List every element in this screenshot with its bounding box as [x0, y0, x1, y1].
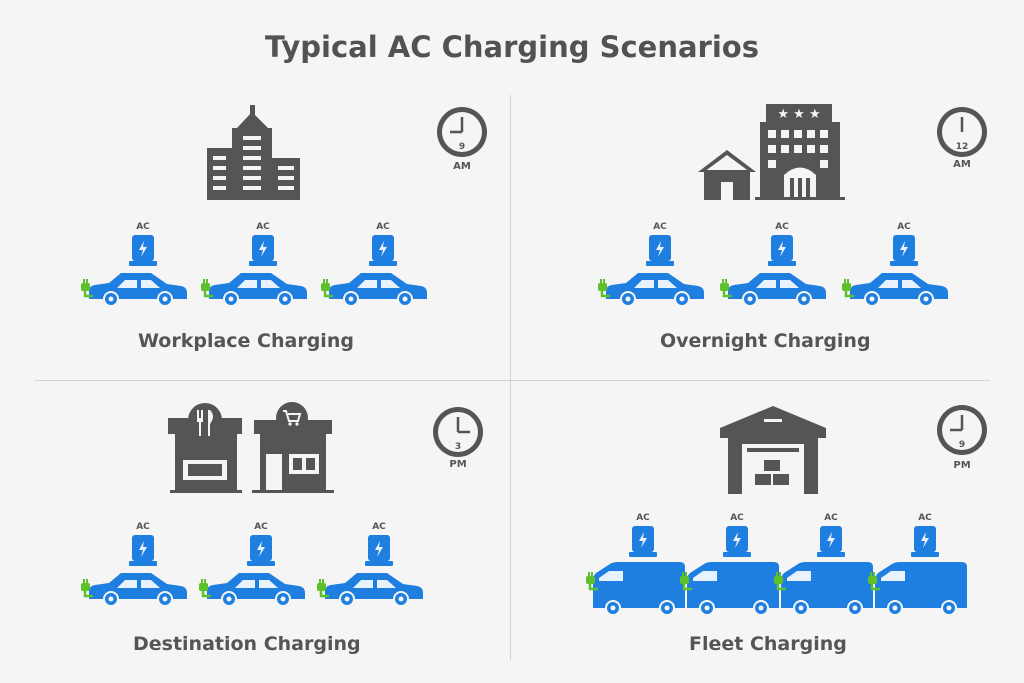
charger-ac-label: AC	[372, 522, 386, 532]
charger-icon	[768, 235, 796, 266]
scenario-label-overnight: Overnight Charging	[660, 330, 871, 352]
car-icon	[89, 273, 187, 307]
plug-icon	[842, 279, 854, 298]
car-icon	[728, 273, 826, 307]
charger-icon	[249, 235, 277, 266]
charger-icon	[890, 235, 918, 266]
charger-icon	[129, 235, 157, 266]
restaurant-icon	[168, 403, 242, 493]
clock-icon-workplace: 9	[437, 107, 487, 157]
svg-text:★ ★ ★: ★ ★ ★	[777, 107, 820, 122]
plug-icon	[81, 579, 93, 598]
clock-period: AM	[453, 161, 471, 172]
van-icon	[593, 562, 685, 616]
scenario-label-destination: Destination Charging	[133, 633, 361, 655]
charger-icon	[129, 535, 157, 566]
hotel-icon: ★ ★ ★	[755, 104, 845, 200]
warehouse-icon	[720, 406, 826, 494]
car-icon	[207, 573, 305, 607]
scenario-label-workplace: Workplace Charging	[138, 330, 354, 352]
charger-icon	[911, 526, 939, 557]
charger-icon	[646, 235, 674, 266]
charger-ac-label: AC	[653, 222, 667, 232]
plug-icon	[720, 279, 732, 298]
plug-icon	[81, 279, 93, 298]
charger-icon	[369, 235, 397, 266]
clock-number: 9	[959, 440, 965, 450]
vertical-divider	[510, 95, 511, 660]
plug-icon	[321, 279, 333, 298]
car-icon	[329, 273, 427, 307]
clock-icon-fleet: 9	[937, 405, 987, 455]
plug-icon	[598, 279, 610, 298]
plug-icon	[586, 572, 598, 591]
car-icon	[325, 573, 423, 607]
clock-period: PM	[449, 459, 467, 470]
scenario-label-fleet: Fleet Charging	[689, 633, 847, 655]
car-icon	[89, 573, 187, 607]
charger-icon	[247, 535, 275, 566]
charger-ac-label: AC	[636, 513, 650, 523]
van-icon	[781, 562, 873, 616]
charger-ac-label: AC	[254, 522, 268, 532]
car-icon	[209, 273, 307, 307]
plug-icon	[199, 579, 211, 598]
plug-icon	[317, 579, 329, 598]
charger-ac-label: AC	[730, 513, 744, 523]
car-icon	[606, 273, 704, 307]
plug-icon	[868, 572, 880, 591]
charger-icon	[817, 526, 845, 557]
house-icon	[698, 150, 756, 200]
charger-icon	[723, 526, 751, 557]
charger-ac-label: AC	[775, 222, 789, 232]
clock-icon-overnight: 12	[937, 107, 987, 157]
clock-period: PM	[953, 460, 971, 471]
plug-icon	[201, 279, 213, 298]
clock-icon-destination: 3	[433, 407, 483, 457]
charger-ac-label: AC	[824, 513, 838, 523]
charger-ac-label: AC	[918, 513, 932, 523]
shop-icon	[252, 402, 334, 493]
clock-number: 3	[455, 442, 461, 452]
car-icon	[850, 273, 948, 307]
clock-number: 12	[956, 142, 969, 152]
plug-icon	[680, 572, 692, 591]
charger-ac-label: AC	[136, 522, 150, 532]
office-tower-icon	[207, 105, 300, 200]
van-icon	[687, 562, 779, 616]
page-title: Typical AC Charging Scenarios	[265, 30, 759, 64]
charger-ac-label: AC	[897, 222, 911, 232]
horizontal-divider	[35, 380, 990, 381]
van-icon	[875, 562, 967, 616]
charger-ac-label: AC	[376, 222, 390, 232]
charger-icon	[365, 535, 393, 566]
plug-icon	[774, 572, 786, 591]
charger-icon	[629, 526, 657, 557]
clock-period: AM	[953, 159, 971, 170]
charger-ac-label: AC	[256, 222, 270, 232]
clock-number: 9	[459, 142, 465, 152]
charger-ac-label: AC	[136, 222, 150, 232]
